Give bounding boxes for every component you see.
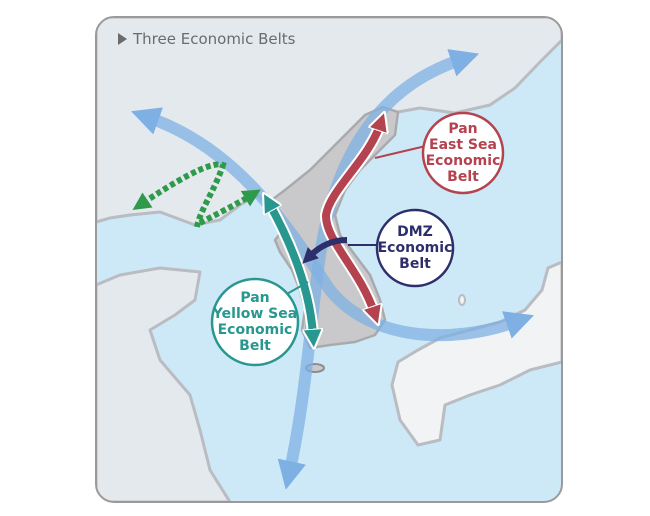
label-line: East Sea [429, 137, 497, 153]
dashed-route-green-east [198, 189, 261, 226]
yellow-sea-belt-bubble [210, 277, 300, 367]
label-line: Pan [240, 290, 270, 306]
east-sea-belt-bubble [421, 111, 505, 195]
label-line: DMZ [397, 224, 433, 240]
dashed-route-green [132, 161, 227, 228]
map-title: Three Economic Belts [118, 30, 296, 48]
dmz-belt-bubble [375, 208, 455, 288]
yellow-sea-callout-line [284, 281, 309, 296]
east-sea-belt-label: Pan East Sea Economic Belt [426, 121, 501, 185]
label-line: Economic [217, 322, 293, 338]
map-frame [95, 16, 563, 503]
yellow-sea-belt-label: Pan Yellow Sea Economic Belt [213, 290, 297, 354]
tsushima-island [458, 294, 466, 306]
triangle-right-icon [118, 33, 127, 45]
dmz-belt-arrow [302, 237, 348, 264]
label-line: Economic [425, 153, 501, 169]
label-line: Belt [447, 169, 479, 185]
dmz-belt-label: DMZ Economic Belt [378, 224, 453, 272]
east-sea-callout-line [374, 144, 431, 159]
label-line: Belt [399, 256, 431, 272]
label-line: Economic [377, 240, 453, 256]
label-line: Belt [239, 338, 271, 354]
east-sea-belt-arrow-stroke [322, 125, 380, 312]
label-line: Pan [448, 121, 478, 137]
map-title-text: Three Economic Belts [133, 30, 296, 48]
yellow-sea-belt-arrow-stroke [270, 205, 313, 335]
label-line: Yellow Sea [212, 306, 298, 322]
